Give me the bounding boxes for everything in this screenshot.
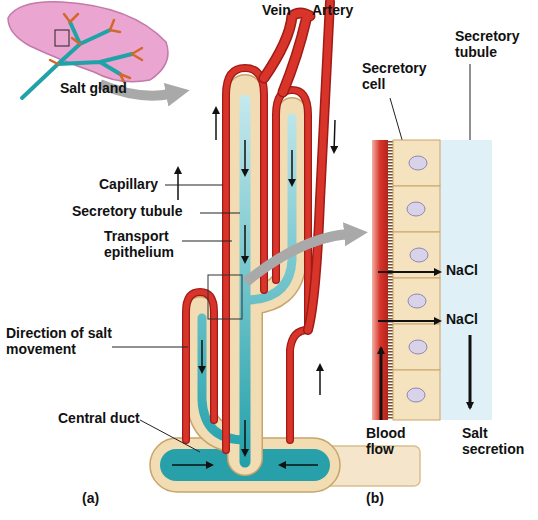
nucleus (407, 388, 425, 402)
zoom-box (55, 30, 69, 46)
part-label: NaCl (446, 311, 496, 327)
part-label: Salt secretion (462, 425, 536, 457)
part-label: NaCl (446, 262, 496, 278)
capillary (290, 330, 308, 440)
capillary-outline (276, 90, 308, 330)
leader-line (182, 241, 232, 242)
artery-outline (308, 2, 330, 330)
capillary-outline (290, 330, 308, 440)
part-label: Direction of salt movement (6, 325, 114, 357)
capillary (226, 68, 264, 450)
nucleus (407, 202, 425, 216)
nacl-arrow (378, 320, 440, 322)
blood-vessel-detail (372, 140, 388, 420)
leader-line (165, 185, 223, 186)
nucleus (409, 340, 427, 354)
part-label: Transport epithelium (104, 228, 184, 260)
flow-arrow (280, 464, 318, 466)
capillary (276, 90, 308, 330)
nucleus (410, 248, 428, 262)
cell (393, 324, 440, 370)
flow-arrow (172, 464, 212, 466)
cell (393, 140, 440, 186)
secretory-cells (393, 140, 440, 420)
part-label: Capillary (99, 176, 179, 192)
part-label: Blood flow (366, 425, 416, 457)
flow-arrow (291, 150, 293, 185)
flow-arrow (177, 168, 179, 200)
vein (264, 13, 310, 92)
capillary (186, 292, 214, 440)
part-label: Salt gland (60, 80, 150, 96)
cell (393, 370, 440, 420)
tubule-lumen-detail (440, 140, 492, 420)
nucleus (408, 294, 426, 308)
part-label: Vein (262, 2, 312, 18)
part-label: Artery (312, 2, 372, 18)
epithelium-detail (372, 140, 492, 420)
nucleus (409, 156, 427, 170)
part-label: (b) (366, 490, 396, 506)
flow-arrow (244, 420, 246, 455)
gland-tubules (50, 14, 142, 82)
nuclei (407, 156, 428, 402)
flow-arrow (201, 340, 203, 372)
blood-vessels (186, 2, 330, 450)
flow-arrows (172, 108, 335, 465)
capillary-outline (186, 292, 214, 440)
artery (308, 2, 330, 330)
transport-arrows (378, 272, 470, 420)
cell (393, 278, 440, 324)
leader-line (112, 347, 188, 348)
flow-arrow (319, 365, 321, 395)
zoom-box (208, 275, 242, 319)
flow-arrow (334, 120, 335, 152)
part-label: Secretory tubule (72, 203, 200, 219)
zoom-arrow (246, 234, 348, 282)
salt-gland-inset (8, 2, 170, 98)
leader-line (200, 213, 240, 214)
capillary-outline (226, 68, 264, 450)
microvilli (388, 140, 393, 420)
nacl-arrow (378, 271, 440, 273)
part-label: (a) (82, 490, 112, 506)
vein-outline (264, 13, 310, 92)
flow-arrow (215, 108, 217, 140)
leader-line (470, 64, 471, 150)
leader-line (140, 420, 200, 452)
blood-flow-arrow (380, 348, 383, 420)
flow-arrow (244, 225, 246, 262)
part-label: Central duct (58, 410, 158, 426)
part-label: Secretory tubule (455, 28, 533, 60)
secretion-arrow (469, 335, 472, 408)
part-label: Secretory cell (362, 60, 434, 92)
flow-arrow (244, 140, 246, 175)
cell (393, 186, 440, 232)
